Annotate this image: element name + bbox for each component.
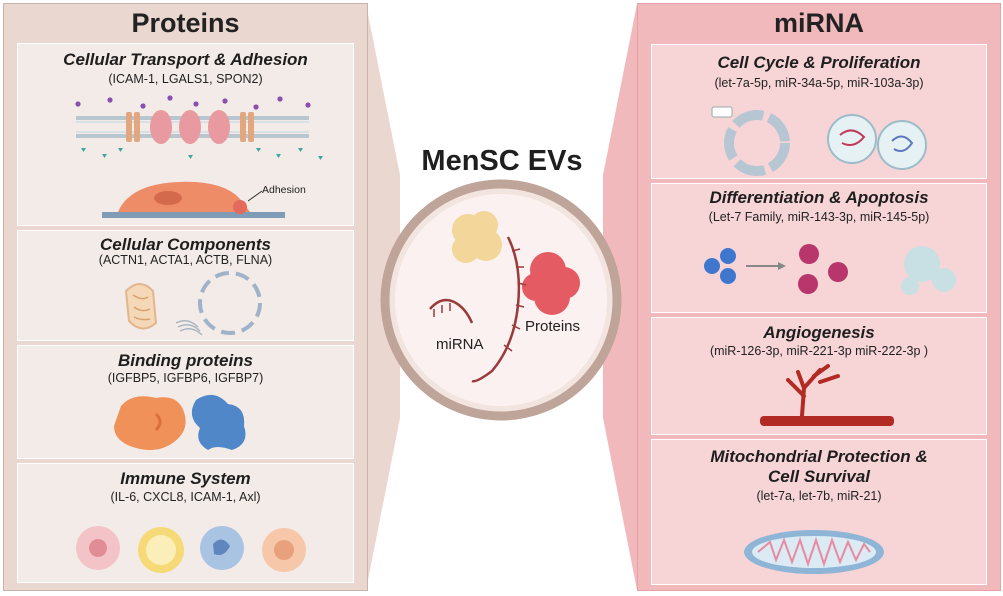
- section-items: (let-7a, let-7b, miR-21): [756, 489, 882, 503]
- differentiated-cells-icon: [798, 244, 848, 294]
- angiogenesis-section: Angiogenesis (miR-126-3p, miR-221-3p miR…: [651, 317, 987, 435]
- ev-proteins-label: Proteins: [525, 318, 581, 335]
- immune-cell-yellow-icon: [138, 527, 184, 573]
- binding-proteins-illustration: [114, 394, 246, 450]
- mirna-panel-title: miRNA: [773, 8, 864, 38]
- ev-mirna-label: miRNA: [436, 336, 484, 353]
- proteins-panel: Proteins Cellular Transport & Adhesion (…: [3, 3, 368, 591]
- cytoskeleton-ring-icon: [198, 271, 262, 335]
- actin-filament-icon: [175, 320, 203, 336]
- immune-cells-illustration: [76, 526, 306, 573]
- mitochondrial-protection-section: Mitochondrial Protection & Cell Survival…: [651, 439, 987, 585]
- center-title: MenSC EVs: [421, 145, 583, 177]
- binding-protein-blue-icon: [191, 394, 246, 450]
- cell-components-illustration: [124, 271, 262, 336]
- mitochondrion-icon: [124, 283, 158, 330]
- cellular-transport-section: Cellular Transport & Adhesion (ICAM-1, L…: [17, 43, 354, 226]
- section-items: (ACTN1, ACTA1, ACTB, FLNA): [98, 253, 273, 267]
- substrate-surface: [102, 212, 285, 218]
- cell-cycle-ring-icon: [724, 110, 790, 176]
- section-title: Cellular Components: [100, 235, 271, 254]
- cell-cycle-illustration: [711, 106, 927, 176]
- section-title: Angiogenesis: [763, 323, 875, 342]
- mirna-panel: miRNA Cell Cycle & Proliferation (let-7a…: [637, 3, 1001, 591]
- angiogenesis-illustration: [760, 364, 894, 426]
- molecule-triangles-icon: [81, 148, 323, 160]
- section-title: Immune System: [120, 469, 251, 488]
- cellular-components-section: Cellular Components (ACTN1, ACTA1, ACTB,…: [17, 230, 354, 341]
- molecule-dots-icon: [75, 95, 311, 110]
- section-items: (IL-6, CXCL8, ICAM-1, Axl): [110, 490, 261, 504]
- stem-cells-icon: [704, 248, 736, 284]
- section-items: (Let-7 Family, miR-143-3p, miR-145-5p): [708, 210, 930, 224]
- protein-yellow-icon: [452, 211, 502, 263]
- immune-system-section: Immune System (IL-6, CXCL8, ICAM-1, Axl): [17, 463, 354, 583]
- adherent-cell-icon: [118, 181, 250, 212]
- section-items: (let-7a-5p, miR-34a-5p, miR-103a-3p): [714, 76, 924, 90]
- immune-cell-pink-icon: [76, 526, 120, 570]
- apoptotic-cell-icon: [901, 246, 956, 295]
- blood-vessel-icon: [760, 416, 894, 426]
- extracellular-vesicle-illustration: [380, 179, 622, 421]
- cell-cycle-section: Cell Cycle & Proliferation (let-7a-5p, m…: [651, 44, 987, 179]
- section-title: Cellular Transport & Adhesion: [63, 50, 308, 69]
- adhesion-annotation: Adhesion: [262, 184, 306, 196]
- section-items: (miR-126-3p, miR-221-3p miR-222-3p ): [709, 344, 929, 358]
- binding-proteins-section: Binding proteins (IGFBP5, IGFBP6, IGFBP7…: [17, 345, 354, 459]
- proteins-panel-title: Proteins: [131, 8, 240, 38]
- protein-red-icon: [522, 252, 580, 315]
- immune-cell-blue-icon: [200, 526, 244, 570]
- differentiation-illustration: [704, 244, 956, 295]
- section-title: Binding proteins: [117, 351, 254, 370]
- section-title: Differentiation & Apoptosis: [709, 188, 929, 207]
- dividing-cell-icon: [827, 114, 927, 170]
- section-items: (ICAM-1, LGALS1, SPON2): [108, 72, 263, 86]
- differentiation-section: Differentiation & Apoptosis (Let-7 Famil…: [651, 183, 987, 313]
- section-title: Cell Cycle & Proliferation: [717, 53, 921, 72]
- vessel-branches-icon: [786, 364, 840, 418]
- binding-protein-orange-icon: [114, 396, 186, 450]
- mitochondrion-illustration: [744, 530, 884, 574]
- membrane-channel-icon: [126, 110, 254, 144]
- membrane-transport-illustration: [75, 95, 323, 218]
- section-title-line1: Mitochondrial Protection &: [710, 447, 928, 466]
- section-title-line2: Cell Survival: [767, 467, 871, 486]
- immune-cell-peach-icon: [262, 528, 306, 572]
- section-items: (IGFBP5, IGFBP6, IGFBP7): [107, 371, 264, 385]
